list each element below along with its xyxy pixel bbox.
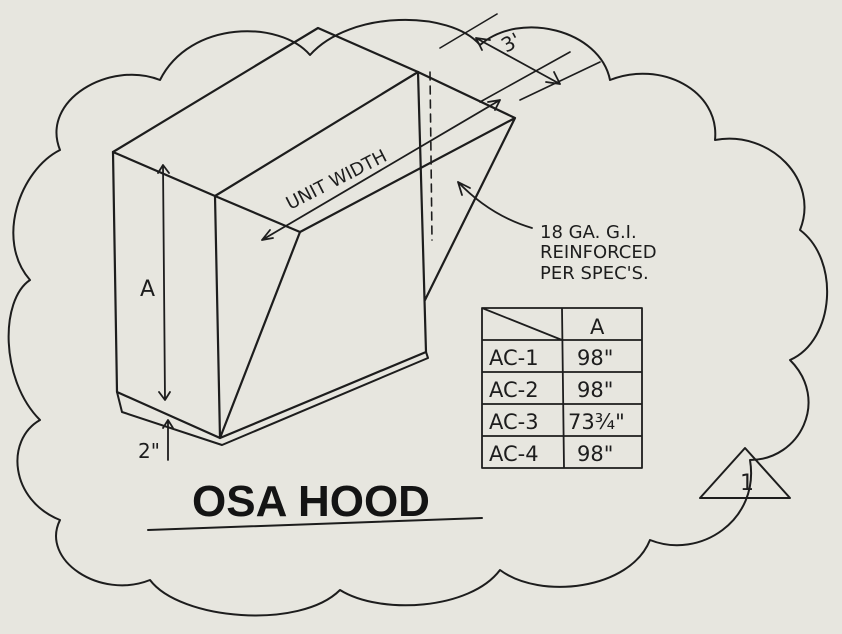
dimension-base-line [162, 419, 174, 461]
dimension-base-label: 2" [138, 439, 160, 463]
centerline [429, 71, 433, 241]
note-line-1: 18 GA. G.I. [540, 222, 637, 243]
hood-base [116, 351, 429, 446]
title-underline [147, 517, 483, 531]
table-row-1-unit: AC-1 [489, 346, 539, 370]
schedule-table: A AC-1 98" AC-2 98" AC-3 73¾" AC-4 98" [481, 307, 643, 469]
unit-width-label: UNIT WIDTH [283, 146, 391, 215]
hood-sloped-opening [213, 70, 517, 302]
revision-triangle [699, 447, 791, 499]
hood-top-face [111, 26, 420, 198]
table-grid [481, 307, 643, 469]
depth-dimension-line [475, 37, 561, 85]
revision-cloud [7, 18, 829, 617]
table-row-3-value: 73¾" [568, 410, 625, 434]
unit-width-dimension-line [261, 99, 501, 241]
note-line-2: REINFORCED [540, 242, 657, 263]
hood-front-face [111, 150, 222, 440]
table-row-3-unit: AC-3 [489, 410, 539, 434]
drawing-title: OSA HOOD [192, 477, 430, 526]
dimension-a-label: A [140, 277, 155, 302]
table-header-a: A [590, 315, 605, 339]
revision-tag-number: 1 [740, 471, 754, 496]
table-row-2-unit: AC-2 [489, 378, 539, 402]
hood-side-face [218, 70, 428, 440]
note-line-3: PER SPEC'S. [540, 263, 649, 284]
table-row-4-unit: AC-4 [489, 442, 539, 466]
table-row-1-value: 98" [577, 346, 613, 370]
depth-extension-lines [439, 13, 601, 103]
note-leader [457, 181, 533, 229]
dimension-a-line [157, 164, 171, 401]
table-row-4-value: 98" [577, 442, 613, 466]
table-row-2-value: 98" [577, 378, 613, 402]
